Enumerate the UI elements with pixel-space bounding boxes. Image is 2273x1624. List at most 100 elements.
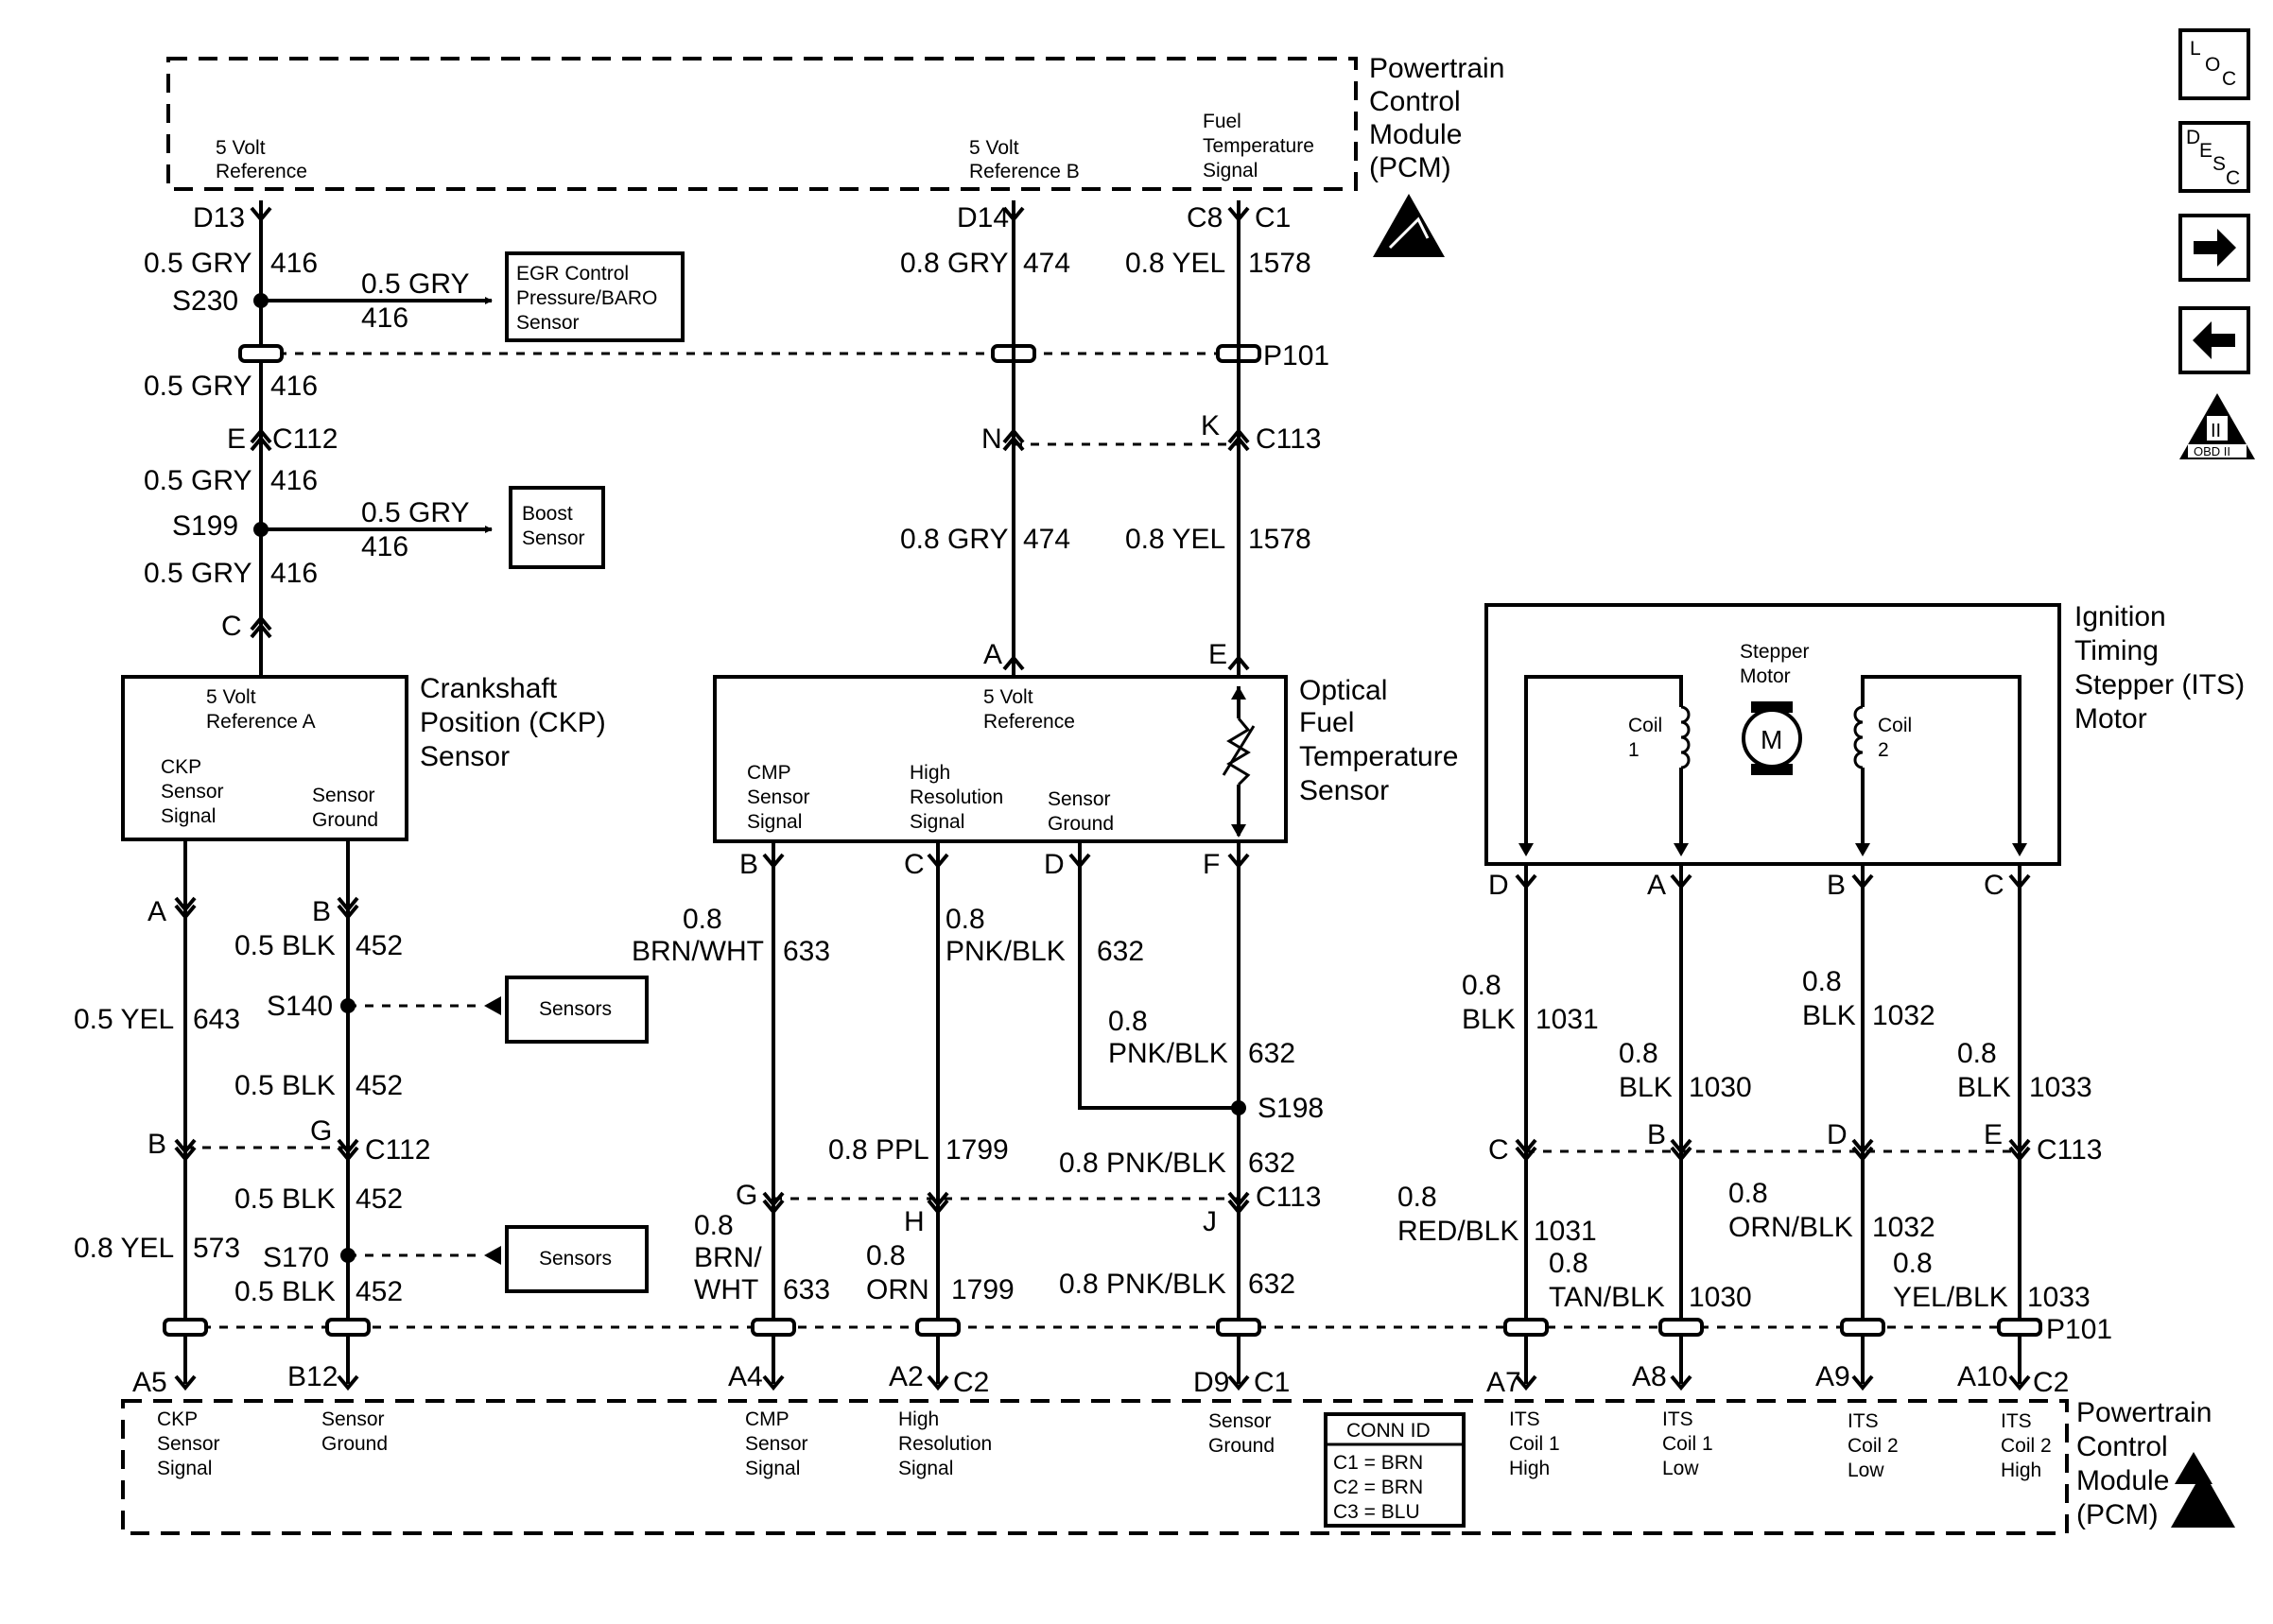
sensors-box-1	[505, 976, 649, 1044]
svg-text:N: N	[981, 423, 1002, 455]
pcm-bottom-pin-ticks	[174, 1374, 2031, 1391]
pcm-top-title: Powertrain Control Module (PCM)	[1369, 53, 1504, 183]
svg-text:L: L	[2190, 38, 2201, 60]
svg-text:0.8: 0.8	[1619, 1038, 1658, 1069]
svg-text:5 Volt: 5 Volt	[206, 686, 256, 708]
prev-arrow-icon[interactable]	[2178, 306, 2250, 374]
svg-text:1031: 1031	[1534, 1216, 1597, 1247]
svg-text:B: B	[1647, 1119, 1666, 1150]
splice-s140: S140	[267, 991, 333, 1022]
svg-text:BLK: BLK	[1802, 1000, 1856, 1031]
splice-s170: S170	[263, 1242, 329, 1273]
svg-text:A: A	[983, 639, 1002, 670]
loc-icon[interactable]: LOC	[2178, 28, 2250, 100]
svg-text:0.8: 0.8	[866, 1240, 906, 1271]
svg-text:Signal: Signal	[747, 811, 802, 833]
svg-text:BLK: BLK	[1462, 1004, 1516, 1035]
pin-label: Reference B	[969, 161, 1080, 182]
svg-text:Sensor: Sensor	[516, 312, 580, 334]
svg-text:0.8 YEL: 0.8 YEL	[74, 1233, 174, 1264]
svg-text:Coil: Coil	[1628, 715, 1662, 736]
esd-warning-icon	[1373, 194, 1445, 257]
svg-text:O: O	[2205, 54, 2220, 76]
svg-text:G: G	[310, 1115, 332, 1147]
svg-text:B: B	[1827, 870, 1846, 901]
its-wires	[1515, 864, 2031, 1384]
svg-text:Fuel: Fuel	[1299, 707, 1354, 738]
egr-baro-sensor-box	[505, 251, 685, 342]
svg-text:0.8 PNK/BLK: 0.8 PNK/BLK	[1059, 1269, 1226, 1300]
splice-s230: S230	[172, 285, 238, 317]
svg-text:Reference A: Reference A	[206, 711, 316, 733]
svg-text:A2: A2	[889, 1361, 924, 1392]
svg-text:Sensor: Sensor	[1208, 1410, 1272, 1432]
svg-text:0.8: 0.8	[1802, 966, 1842, 997]
svg-text:0.5 GRY: 0.5 GRY	[144, 558, 252, 589]
svg-text:Powertrain: Powertrain	[1369, 53, 1504, 84]
svg-text:II: II	[2211, 421, 2221, 441]
splice-s198: S198	[1258, 1093, 1324, 1124]
svg-text:D: D	[1044, 849, 1065, 880]
svg-text:1799: 1799	[951, 1274, 1015, 1305]
svg-text:C1: C1	[1254, 1367, 1290, 1398]
svg-text:Sensors: Sensors	[539, 998, 612, 1020]
svg-text:B: B	[739, 849, 758, 880]
svg-text:ORN: ORN	[866, 1274, 929, 1305]
svg-text:Resolution: Resolution	[910, 786, 1003, 808]
svg-text:Sensors: Sensors	[539, 1248, 612, 1270]
svg-text:Sensor: Sensor	[321, 1408, 385, 1430]
svg-text:S: S	[2212, 153, 2226, 175]
svg-text:0.5 GRY: 0.5 GRY	[144, 465, 252, 496]
next-arrow-icon[interactable]	[2178, 214, 2250, 282]
svg-text:Reference: Reference	[983, 711, 1075, 733]
svg-text:1032: 1032	[1872, 1000, 1935, 1031]
svg-text:CMP: CMP	[747, 762, 791, 784]
svg-text:1578: 1578	[1248, 248, 1311, 279]
svg-text:Control: Control	[1369, 86, 1461, 117]
svg-text:A: A	[1647, 870, 1666, 901]
svg-text:643: 643	[193, 1004, 240, 1035]
svg-text:CKP: CKP	[157, 1408, 198, 1430]
svg-text:0.8: 0.8	[694, 1210, 734, 1241]
svg-text:Sensor: Sensor	[161, 781, 224, 803]
svg-text:C112: C112	[365, 1134, 431, 1166]
svg-text:0.5 GRY: 0.5 GRY	[144, 371, 252, 402]
svg-text:452: 452	[356, 1183, 403, 1215]
wire-color: 0.5 GRY	[144, 248, 252, 279]
svg-text:Sensor: Sensor	[1048, 788, 1111, 810]
pin-id: D13	[193, 202, 245, 233]
svg-text:OBD II: OBD II	[2194, 444, 2230, 458]
svg-text:ITS: ITS	[2001, 1410, 2032, 1432]
svg-text:Stepper (ITS): Stepper (ITS)	[2074, 669, 2245, 700]
p101-connector	[238, 344, 1261, 363]
svg-text:F: F	[1203, 849, 1220, 880]
svg-text:A5: A5	[132, 1367, 167, 1398]
svg-text:ITS: ITS	[1848, 1410, 1879, 1432]
pin-label: 5 Volt	[969, 137, 1019, 159]
svg-text:632: 632	[1248, 1269, 1295, 1300]
svg-text:A: A	[147, 896, 166, 927]
svg-text:2: 2	[1878, 739, 1889, 761]
svg-text:Ground: Ground	[1208, 1435, 1275, 1457]
svg-text:1: 1	[1628, 739, 1640, 761]
svg-text:High: High	[910, 762, 950, 784]
svg-text:J: J	[1203, 1206, 1217, 1237]
pin-id: C8	[1187, 202, 1223, 233]
svg-text:A8: A8	[1632, 1361, 1667, 1392]
svg-text:416: 416	[270, 558, 318, 589]
its-motor-title: Ignition	[2074, 601, 2166, 632]
svg-text:474: 474	[1023, 524, 1070, 555]
svg-text:Coil 2: Coil 2	[1848, 1435, 1899, 1457]
svg-text:Motor: Motor	[2074, 703, 2147, 734]
svg-text:0.8 YEL: 0.8 YEL	[1125, 248, 1225, 279]
svg-text:C113: C113	[1256, 423, 1322, 455]
svg-text:0.5 BLK: 0.5 BLK	[234, 1070, 336, 1101]
obd-ii-icon[interactable]: II OBD II	[2179, 393, 2255, 459]
pin-label: Signal	[1203, 160, 1258, 181]
svg-text:C113: C113	[2037, 1134, 2103, 1166]
svg-text:ITS: ITS	[1509, 1408, 1540, 1430]
svg-text:1033: 1033	[2029, 1072, 2092, 1103]
pin-conn: C1	[1255, 202, 1291, 233]
svg-text:Boost: Boost	[522, 503, 573, 525]
